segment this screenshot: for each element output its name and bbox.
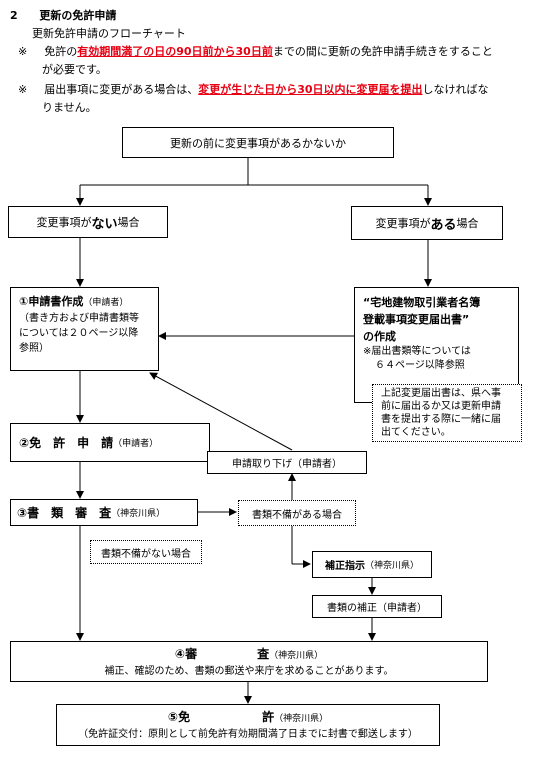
- license-desc: （免許証交付：原則として前免許有効期間満了日までに封書で郵送します）: [78, 729, 418, 740]
- apply-form-line2: については２０ページ以降: [19, 328, 139, 339]
- change-form-box: “宅地建物取引業者名簿 登載事項変更届出書” の作成 ※届出書類等については ６…: [354, 287, 519, 403]
- license-apply-box: ②免 許 申 請（申請者）: [10, 423, 210, 462]
- no-change-text-a: 変更事項が: [36, 216, 92, 229]
- note-2-text-b: しなければな: [422, 83, 489, 96]
- apply-form-who: （申請者）: [83, 298, 129, 308]
- document-review-box: ③書 類 審 査（神奈川県）: [10, 499, 198, 526]
- section-heading: 2 更新の免許申請: [10, 8, 116, 24]
- correction-order-title: 補正指示: [324, 561, 365, 572]
- document-review-title: ③書 類 審 査: [17, 506, 112, 520]
- note-2: ※ 届出事項に変更がある場合は、変更が生じた日から30日以内に変更届を提出しなけ…: [18, 82, 489, 98]
- license-apply-title: ②免 許 申 請: [19, 436, 114, 450]
- examination-title: ④審 査: [174, 647, 270, 661]
- note-1-highlight: 有効期間満了の日の90日前から30日前: [77, 45, 273, 58]
- license-box: ⑤免 許（神奈川県） （免許証交付：原則として前免許有効期間満了日までに封書で郵…: [56, 704, 440, 746]
- no-change-emphasis: ない: [91, 216, 118, 232]
- flowchart-subtitle: 更新免許申請のフローチャート: [32, 27, 186, 40]
- no-change-box: 変更事項がない場合: [8, 206, 168, 238]
- withdraw-text: 申請取り下げ（申請者）: [232, 459, 342, 470]
- section-number: 2: [10, 9, 18, 22]
- correction-text: 書類の補正（申請者）: [327, 603, 427, 614]
- withdraw-box: 申請取り下げ（申請者）: [207, 451, 367, 474]
- has-change-emphasis: ある: [430, 217, 457, 233]
- defect-text: 書類不備がある場合: [252, 509, 342, 521]
- apply-form-title: ①申請書作成: [19, 295, 84, 308]
- examination-who: （神奈川県）: [269, 651, 324, 661]
- note-1-cont: が必要です。: [42, 63, 107, 76]
- license-who: （神奈川県）: [274, 714, 329, 724]
- change-note-line1: 上記変更届出書は、県へ事: [381, 388, 501, 399]
- note-1-mark: ※: [18, 45, 28, 58]
- change-form-line2: 登載事項変更届出書”: [363, 313, 470, 326]
- note-1-text-b: までの間に更新の免許申請手続きをすること: [272, 45, 493, 58]
- correction-box: 書類の補正（申請者）: [312, 595, 442, 618]
- change-note-line4: 出てください。: [381, 427, 451, 438]
- note-2-highlight: 変更が生じた日から30日以内に変更届を提出: [198, 83, 423, 96]
- examination-desc: 補正、確認のため、書類の郵送や来庁を求めることがあります。: [104, 666, 394, 677]
- correction-order-box: 補正指示（神奈川県）: [312, 551, 432, 578]
- note-2-cont: りません。: [42, 101, 97, 114]
- defect-box: 書類不備がある場合: [238, 500, 356, 526]
- license-title: ⑤免 許: [167, 710, 275, 724]
- no-change-text-c: 場合: [117, 216, 140, 229]
- change-note-line3: 書を提出する際に一緒に届: [381, 414, 501, 425]
- top-question-text: 更新の前に変更事項があるかないか: [170, 136, 346, 150]
- no-defect-box: 書類不備がない場合: [90, 540, 202, 564]
- note-1-text-a: 免許の: [44, 45, 78, 58]
- has-change-box: 変更事項がある場合: [351, 206, 503, 240]
- change-form-line3: の作成: [363, 330, 396, 343]
- apply-form-line1: （書き方および申請書類等: [19, 313, 139, 324]
- document-review-who: （神奈川県）: [111, 509, 166, 519]
- section-title: 更新の免許申請: [39, 9, 117, 22]
- note-1: ※ 免許の有効期間満了の日の90日前から30日前までの間に更新の免許申請手続きを…: [18, 44, 493, 60]
- apply-form-box: ①申請書作成（申請者） （書き方および申請書類等 については２０ページ以降 参照…: [10, 287, 159, 371]
- has-change-text-a: 変更事項が: [375, 217, 431, 230]
- top-question-box: 更新の前に変更事項があるかないか: [122, 127, 394, 158]
- has-change-text-c: 場合: [456, 217, 479, 230]
- note-2-text-a: 届出事項に変更がある場合は、: [44, 83, 199, 96]
- change-form-line5: ６４ページ以降参照: [375, 360, 465, 371]
- examination-box: ④審 査（神奈川県） 補正、確認のため、書類の郵送や来庁を求めることがあります。: [10, 641, 488, 682]
- license-apply-who: （申請者）: [113, 439, 159, 449]
- change-form-note: 上記変更届出書は、県へ事 前に届出るか又は更新申請 書を提出する際に一緒に届 出…: [372, 384, 522, 442]
- no-defect-text: 書類不備がない場合: [101, 548, 191, 560]
- apply-form-line3: 参照）: [19, 343, 49, 354]
- note-2-mark: ※: [18, 83, 28, 96]
- change-note-line2: 前に届出るか又は更新申請: [381, 401, 501, 412]
- change-form-line1: “宅地建物取引業者名簿: [363, 296, 481, 309]
- change-form-line4: ※届出書類等については: [363, 346, 471, 357]
- correction-order-who: （神奈川県）: [364, 561, 419, 571]
